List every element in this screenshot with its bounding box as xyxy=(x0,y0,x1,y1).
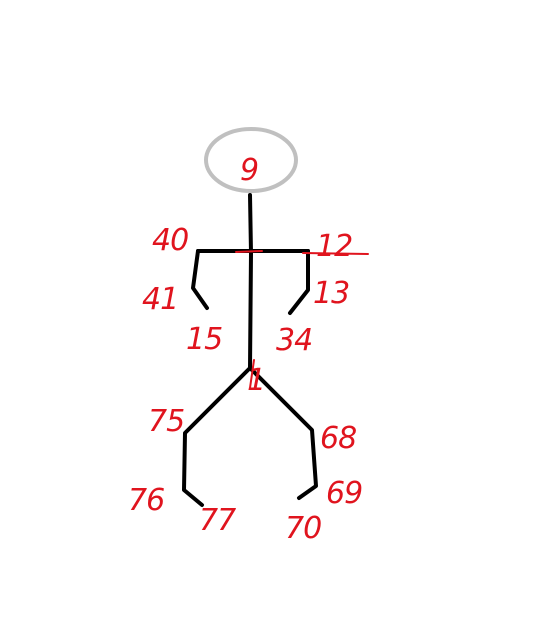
label-right-foot: 70 xyxy=(285,511,321,546)
skeleton xyxy=(182,193,318,507)
left-arm xyxy=(191,249,209,310)
label-right-hand: 34 xyxy=(276,323,312,358)
label-left-elbow: 41 xyxy=(142,282,178,317)
joint-labels: 9 40 41 15 12 13 34 1 75 76 77 68 69 70 xyxy=(128,153,363,546)
label-left-foot: 77 xyxy=(199,503,236,538)
spine xyxy=(248,193,253,370)
label-right-ankle: 69 xyxy=(326,476,362,511)
hip-mark xyxy=(249,359,255,389)
head-circle xyxy=(204,127,298,193)
label-right-shoulder: 12 xyxy=(316,229,352,264)
shoulder-mark-right xyxy=(302,252,369,255)
label-hip: 1 xyxy=(247,363,265,398)
label-left-shoulder: 40 xyxy=(152,223,188,258)
label-right-elbow: 13 xyxy=(313,276,349,311)
right-arm xyxy=(288,249,310,315)
label-left-ankle: 76 xyxy=(128,483,164,518)
left-leg xyxy=(182,366,252,507)
label-head: 9 xyxy=(240,153,258,188)
right-leg xyxy=(248,366,318,500)
label-left-hand: 15 xyxy=(186,322,222,357)
joint-marks xyxy=(235,250,369,389)
shoulder-mark-left xyxy=(235,250,263,253)
label-left-knee: 75 xyxy=(148,404,184,439)
label-right-knee: 68 xyxy=(320,421,356,456)
